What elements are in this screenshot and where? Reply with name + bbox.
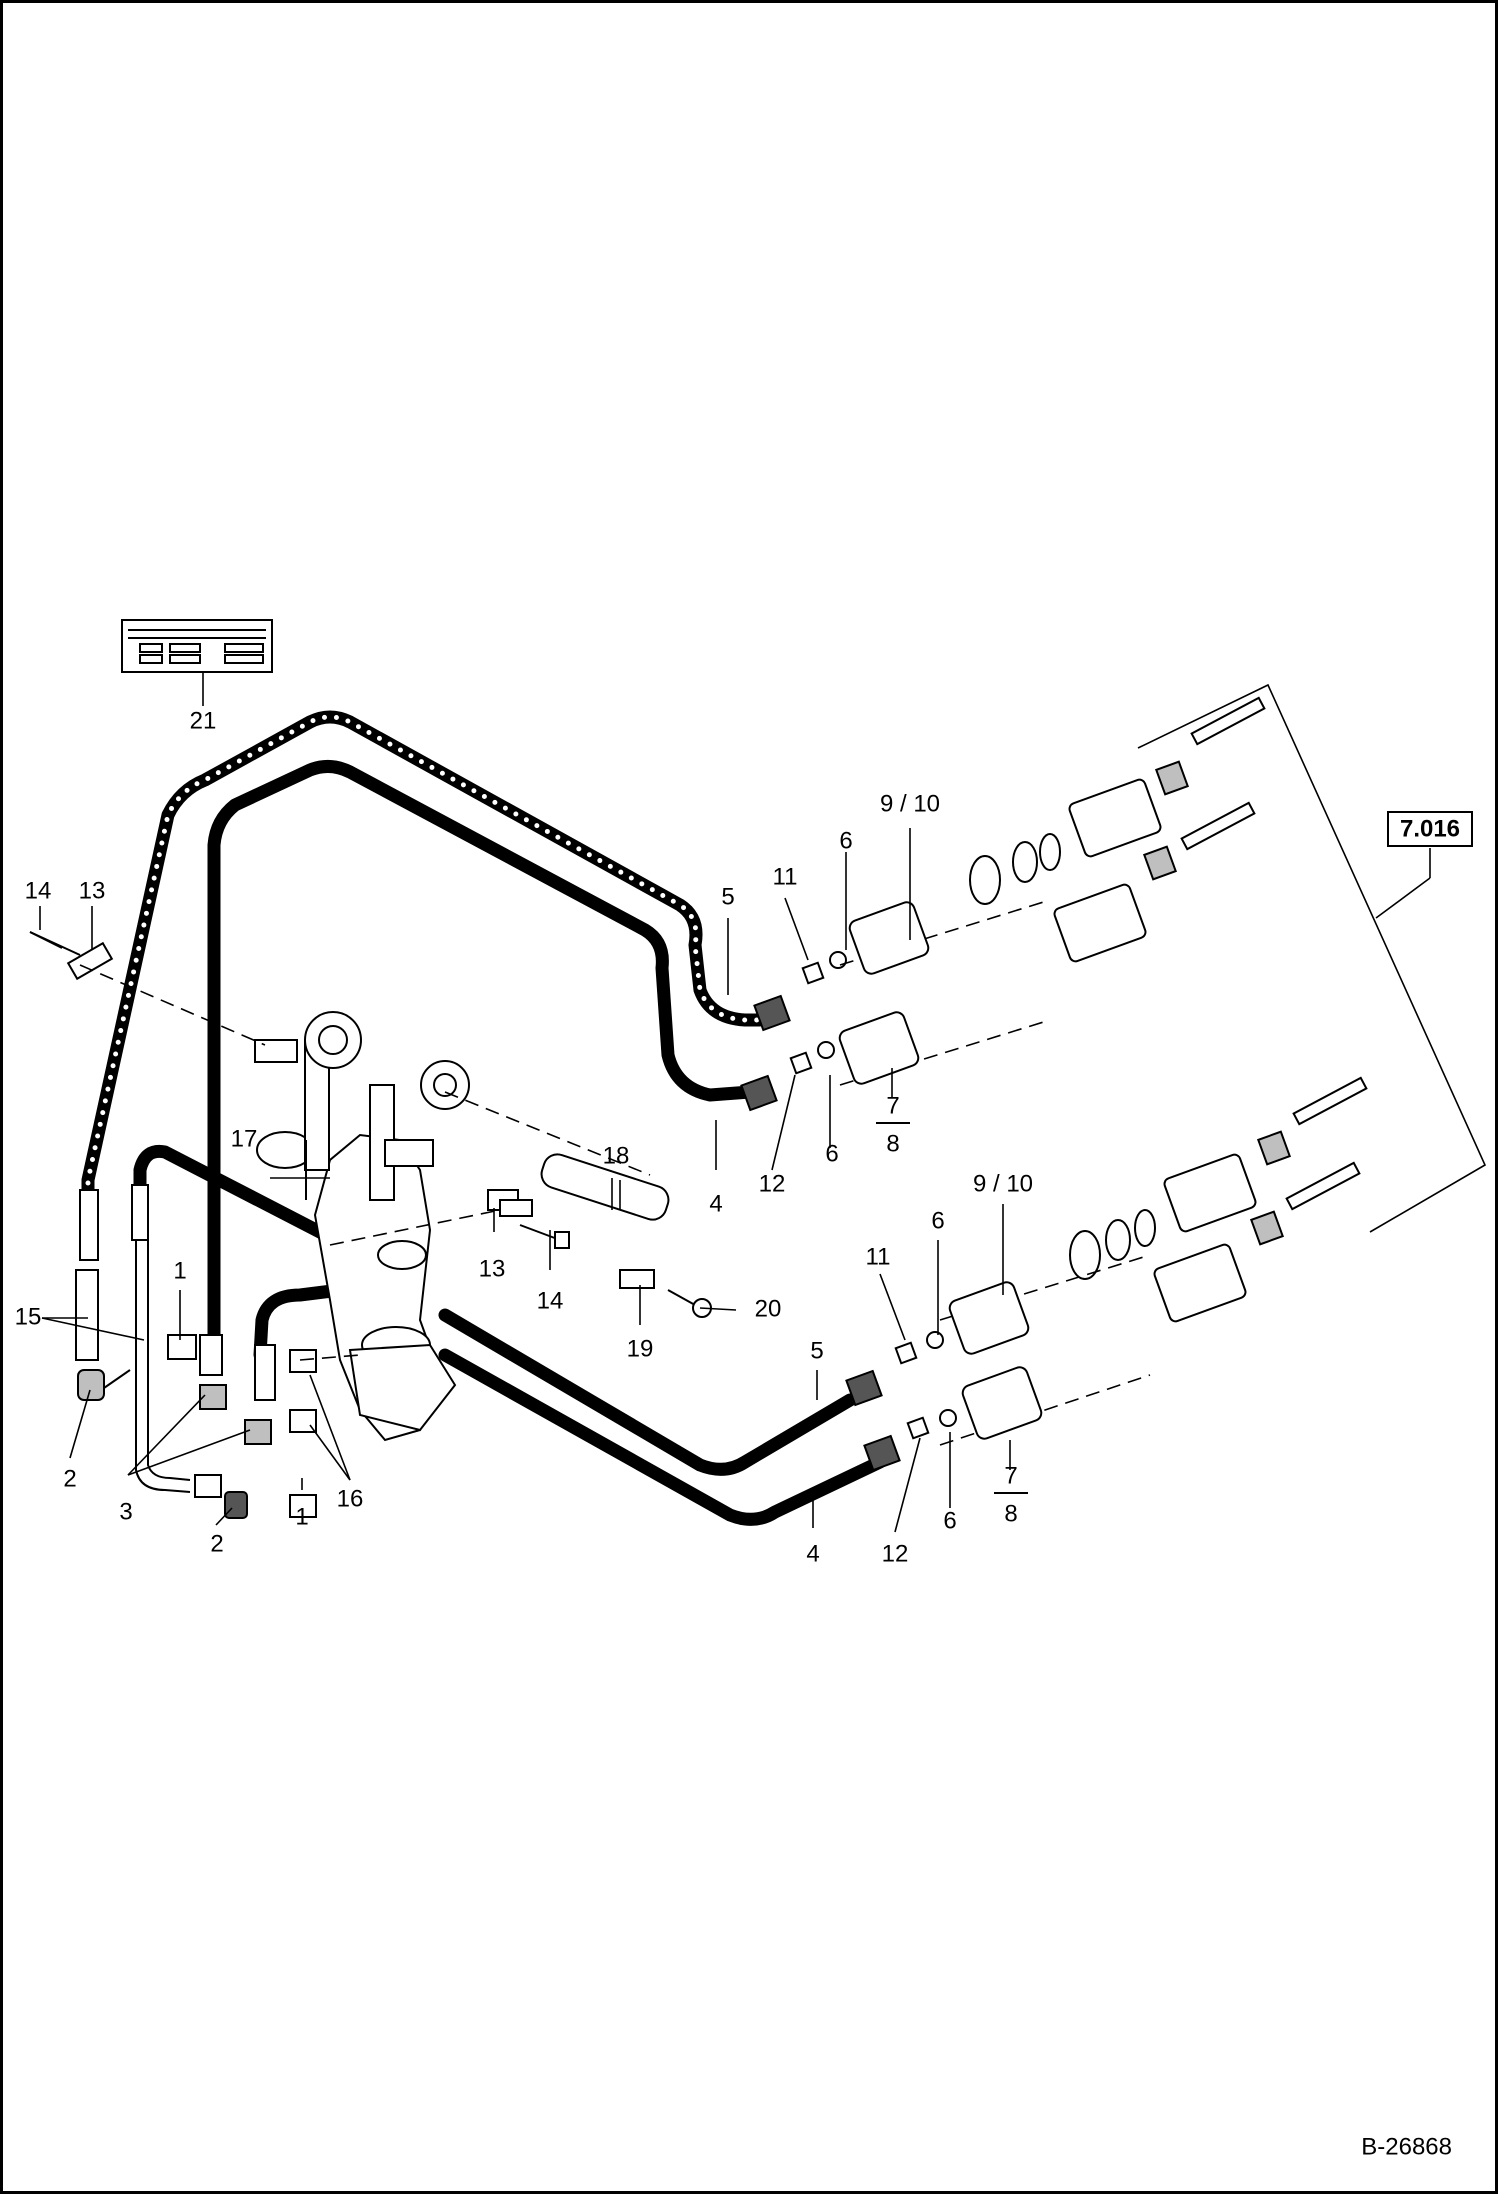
reference-box (1387, 811, 1473, 847)
reference-bracket (1137, 683, 1487, 1233)
callout-6-upper-b: 6 (825, 1140, 838, 1167)
callout-17: 17 (231, 1125, 258, 1152)
callout-12-upper: 12 (759, 1170, 786, 1197)
valve-fittings (167, 1334, 317, 1518)
callout-13-lower: 13 (479, 1255, 506, 1282)
callout-9-10-upper: 9 / 10 (880, 790, 940, 817)
callout-20: 20 (755, 1295, 782, 1322)
id-plate (121, 619, 273, 706)
valve-body (254, 1011, 519, 1442)
callout-2-left: 2 (63, 1465, 76, 1492)
reference-box-label: 7.016 (1400, 815, 1460, 842)
callout-8-upper: 8 (886, 1130, 899, 1157)
lower-hoses (133, 1144, 887, 1526)
callout-7-lower: 7 (1004, 1462, 1017, 1489)
alignment-lines (79, 899, 1151, 1446)
callout-9-10-lower: 9 / 10 (973, 1170, 1033, 1197)
callout-11-lower: 11 (866, 1243, 891, 1270)
callout-6-lower-a: 6 (931, 1207, 944, 1234)
upper-hose-second (207, 760, 757, 1342)
leader-lines (39, 828, 1011, 1533)
cylinder (540, 1153, 670, 1221)
callout-19: 19 (627, 1335, 654, 1362)
callout-1-upper: 1 (173, 1257, 186, 1284)
callout-16: 16 (337, 1485, 364, 1512)
callout-15: 15 (15, 1303, 42, 1330)
callout-14-lower: 14 (537, 1287, 564, 1314)
upper-hose-long (81, 710, 767, 1202)
callout-14-upper: 14 (25, 877, 52, 904)
bracket-top-left (29, 931, 533, 1217)
callout-5-lower: 5 (810, 1337, 823, 1364)
callout-4-upper: 4 (709, 1190, 722, 1217)
callout-1-lower: 1 (295, 1503, 308, 1530)
callout-7-upper: 7 (886, 1092, 899, 1119)
left-pipes (75, 1184, 248, 1519)
upper-coupler-set (740, 696, 1266, 1112)
callout-3: 3 (119, 1498, 132, 1525)
callout-2-bottom: 2 (210, 1530, 223, 1557)
callout-18: 18 (603, 1142, 630, 1169)
callout-labels: 21 14 13 17 18 13 14 19 20 1 15 2 3 2 1 … (15, 707, 1033, 1567)
callout-6-lower-b: 6 (943, 1507, 956, 1534)
callout-12-lower: 12 (882, 1540, 909, 1567)
callout-21: 21 (190, 707, 217, 734)
document-id: B-26868 (1361, 2133, 1452, 2160)
lower-coupler-set (845, 1076, 1368, 1472)
callout-8-lower: 8 (1004, 1500, 1017, 1527)
callout-13-upper: 13 (79, 877, 106, 904)
callout-5-upper: 5 (721, 883, 734, 910)
callout-11-upper: 11 (773, 863, 798, 890)
callout-4-lower: 4 (806, 1540, 819, 1567)
callout-6-upper-a: 6 (839, 827, 852, 854)
